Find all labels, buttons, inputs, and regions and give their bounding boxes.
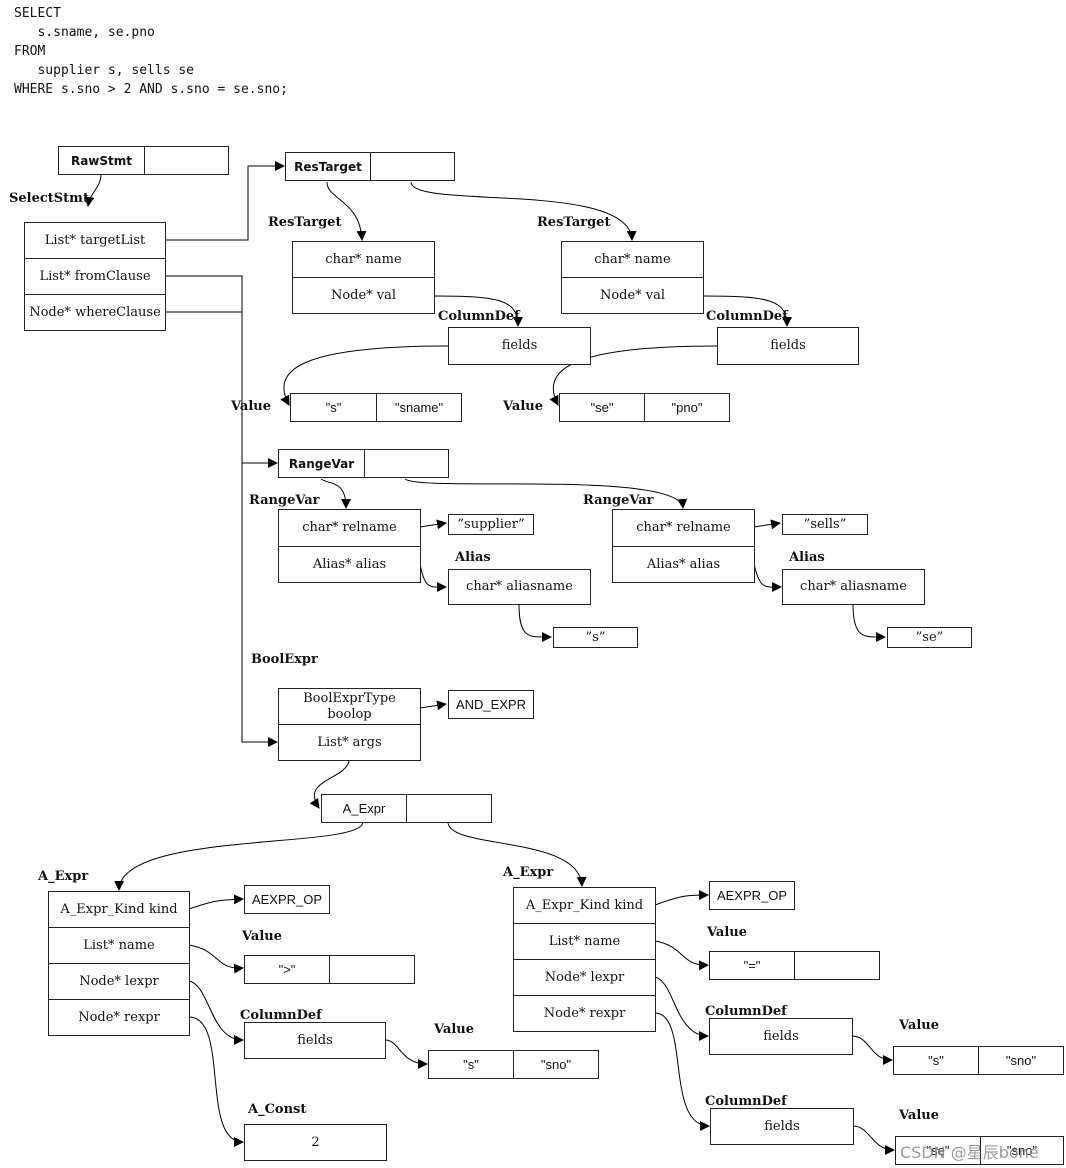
- a-expr-right-name: List* name: [513, 923, 656, 960]
- boolexpr-args: List* args: [278, 724, 421, 761]
- alias-1-aliasname: char* aliasname: [448, 569, 591, 605]
- op-gt-empty-cell: [329, 955, 415, 984]
- boolexpr-boolop: BoolExprType boolop: [278, 688, 421, 725]
- value-1-column: "sname": [376, 393, 462, 422]
- columndef-1-fields: fields: [448, 327, 591, 365]
- restarget-label-1: ResTarget: [268, 215, 342, 230]
- relname-2-value: ”sells”: [782, 514, 868, 535]
- value-s-alias: "s": [428, 1050, 514, 1079]
- value-label-1: Value: [231, 399, 271, 414]
- columndef-2-fields: fields: [717, 327, 859, 365]
- selectstmt-targetlist: List* targetList: [24, 222, 166, 259]
- restarget-label-2: ResTarget: [537, 215, 611, 230]
- sql-query-text: SELECT s.sname, se.pno FROM supplier s, …: [14, 6, 288, 97]
- restarget-1-val: Node* val: [292, 277, 435, 314]
- rawstmt-node: RawStmt: [58, 146, 145, 175]
- selectstmt-whereclause: Node* whereClause: [24, 294, 166, 331]
- value-label-op-left: Value: [242, 929, 282, 944]
- value-2-alias: "se": [559, 393, 645, 422]
- restarget-list-pointer-cell: [370, 152, 455, 181]
- value-label-2: Value: [503, 399, 543, 414]
- columndef-label-left: ColumnDef: [240, 1008, 322, 1023]
- rangevar-label-1: RangeVar: [249, 493, 320, 508]
- value-s-alias-right: "s": [893, 1046, 979, 1075]
- selectstmt-fromclause: List* fromClause: [24, 258, 166, 295]
- columndef-left-fields: fields: [244, 1022, 386, 1059]
- a-expr-left-kind: A_Expr_Kind kind: [48, 891, 190, 928]
- columndef-label-1: ColumnDef: [438, 309, 520, 324]
- value-se-column: "sno": [980, 1136, 1064, 1165]
- alias-label-1: Alias: [455, 550, 491, 565]
- a-const-label: A_Const: [248, 1102, 307, 1117]
- rawstmt-pointer-cell: [144, 146, 229, 175]
- a-expr-label-right: A_Expr: [503, 865, 554, 880]
- rangevar-list-head: RangeVar: [278, 449, 365, 478]
- a-expr-left-rexpr: Node* rexpr: [48, 999, 190, 1036]
- op-eq-value: "=": [709, 951, 795, 980]
- value-s-column-right: "sno": [978, 1046, 1064, 1075]
- value-label-op-right: Value: [707, 925, 747, 940]
- value-label-right-2: Value: [899, 1108, 939, 1123]
- columndef-label-right-1: ColumnDef: [705, 1004, 787, 1019]
- selectstmt-label: SelectStmt: [9, 191, 89, 206]
- a-expr-list-pointer-cell: [406, 794, 492, 823]
- alias-label-2: Alias: [789, 550, 825, 565]
- a-expr-right-lexpr: Node* lexpr: [513, 959, 656, 996]
- a-expr-right-kind: A_Expr_Kind kind: [513, 887, 656, 924]
- rangevar-1-alias: Alias* alias: [278, 546, 421, 583]
- aexpr-op-right: AEXPR_OP: [709, 881, 795, 910]
- alias-2-aliasname: char* aliasname: [782, 569, 925, 605]
- and-expr-value: AND_EXPR: [448, 690, 534, 719]
- a-const-value: 2: [244, 1124, 387, 1161]
- relname-1-value: ”supplier”: [448, 514, 534, 535]
- value-se-alias: "se": [895, 1136, 981, 1165]
- columndef-right-1-fields: fields: [709, 1018, 853, 1055]
- a-expr-right-rexpr: Node* rexpr: [513, 995, 656, 1032]
- value-label-right-1: Value: [899, 1018, 939, 1033]
- op-eq-empty-cell: [794, 951, 880, 980]
- rangevar-list-pointer-cell: [364, 449, 449, 478]
- a-expr-left-lexpr: Node* lexpr: [48, 963, 190, 1000]
- op-gt-value: ">": [244, 955, 330, 984]
- columndef-label-2: ColumnDef: [706, 309, 788, 324]
- restarget-2-val: Node* val: [561, 277, 704, 314]
- rangevar-2-relname: char* relname: [612, 509, 755, 547]
- boolexpr-label: BoolExpr: [251, 652, 318, 667]
- restarget-2-name: char* name: [561, 241, 704, 278]
- a-expr-list-head: A_Expr: [321, 794, 407, 823]
- aliasname-1-value: ”s”: [553, 627, 638, 648]
- aexpr-op-left: AEXPR_OP: [244, 885, 330, 914]
- rangevar-2-alias: Alias* alias: [612, 546, 755, 583]
- aliasname-2-value: ”se”: [887, 627, 972, 648]
- a-expr-label-left: A_Expr: [38, 869, 89, 884]
- value-2-column: "pno": [644, 393, 730, 422]
- a-expr-left-name: List* name: [48, 927, 190, 964]
- csdn-watermark: CSDN @星辰bone: [900, 1143, 1039, 1162]
- value-label-lexpr-left: Value: [434, 1022, 474, 1037]
- value-1-alias: "s": [290, 393, 377, 422]
- value-s-column: "sno": [513, 1050, 599, 1079]
- rangevar-1-relname: char* relname: [278, 509, 421, 547]
- restarget-list-head: ResTarget: [285, 152, 371, 181]
- columndef-right-2-fields: fields: [710, 1108, 854, 1145]
- restarget-1-name: char* name: [292, 241, 435, 278]
- columndef-label-right-2: ColumnDef: [705, 1094, 787, 1109]
- rangevar-label-2: RangeVar: [583, 493, 654, 508]
